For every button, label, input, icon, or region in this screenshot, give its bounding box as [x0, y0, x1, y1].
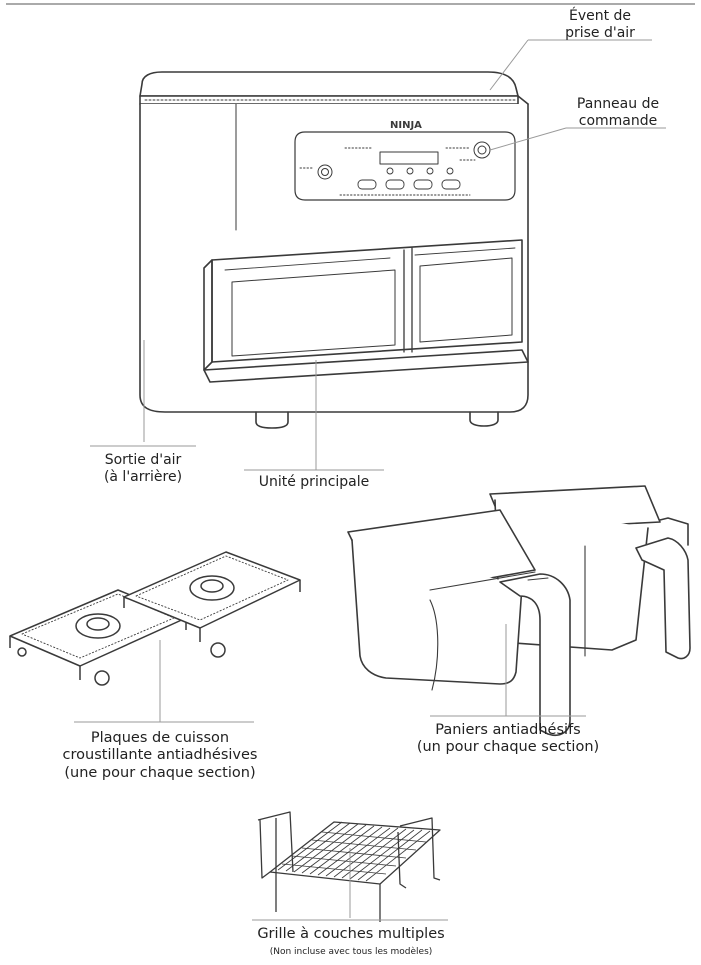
label-line: (un pour chaque section) — [406, 739, 610, 756]
label-air-outlet: Sortie d'air (à l'arrière) — [78, 452, 208, 486]
label-line: Grille à couches multiples — [240, 926, 462, 943]
crisper-plates-drawing — [10, 552, 300, 685]
label-line: Plaques de cuisson — [40, 730, 280, 747]
label-main-unit: Unité principale — [236, 474, 392, 491]
label-crisper-plates: Plaques de cuisson croustillante antiadh… — [40, 730, 280, 782]
label-line: Paniers antiadhésifs — [406, 722, 610, 739]
label-line: (une pour chaque section) — [40, 765, 280, 782]
label-multi-rack-note: (Non incluse avec tous les modèles) — [236, 947, 466, 958]
label-line: prise d'air — [544, 25, 656, 42]
label-line: (à l'arrière) — [78, 469, 208, 486]
label-line: Unité principale — [236, 474, 392, 491]
label-line: Panneau de — [566, 96, 670, 113]
label-line: croustillante antiadhésives — [40, 747, 280, 764]
baskets-drawing — [348, 486, 690, 735]
label-multi-rack: Grille à couches multiples — [240, 926, 462, 943]
label-baskets: Paniers antiadhésifs (un pour chaque sec… — [406, 722, 610, 757]
label-air-intake: Évent de prise d'air — [544, 8, 656, 42]
multi-rack-drawing — [258, 812, 440, 922]
label-line: Évent de — [544, 8, 656, 25]
label-line: (Non incluse avec tous les modèles) — [236, 947, 466, 958]
brand-logo: NINJA — [390, 120, 422, 131]
label-line: commande — [566, 113, 670, 130]
label-line: Sortie d'air — [78, 452, 208, 469]
main-unit-drawing — [140, 72, 528, 428]
label-control-panel: Panneau de commande — [566, 96, 670, 130]
